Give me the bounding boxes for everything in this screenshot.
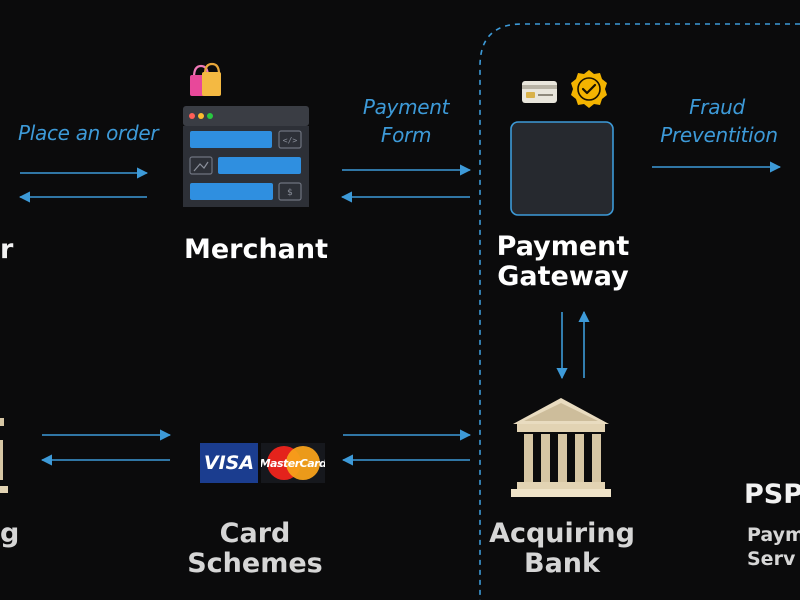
svg-text:$: $ [287,188,293,198]
psp-label-partial: PSP [744,480,800,510]
gateway-label-1: Payment [496,231,630,262]
psp-sublabel-1: Paym [747,524,800,546]
acquiring-bank-label-1: Acquiring [489,518,635,549]
edge-label-place-order: Place an order [18,121,159,145]
merchant-server-icon: </> $ [183,106,309,207]
edge-label-payment-form-1: Payment [362,95,450,119]
merchant-label: Merchant [183,234,329,265]
bank-building-icon [511,398,611,497]
customer-label-partial: r [0,234,14,265]
gateway-box [510,121,614,216]
card-schemes-label-2: Schemes [187,548,323,579]
card-schemes-label-1: Card [219,518,291,549]
issuing-bank-icon-partial [0,418,8,493]
visa-logo: VISA [200,443,258,483]
shopping-bag-icon [190,62,221,96]
edge-label-fraud-2: Preventition [660,123,778,147]
verified-badge-icon [571,70,607,108]
mastercard-logo: MasterCard [261,443,325,483]
svg-text:</>: </> [283,136,298,145]
visa-logo-text: VISA [203,452,255,474]
acquiring-bank-label-2: Bank [524,548,600,579]
psp-region-border [479,23,800,600]
issuing-bank-label-partial: g [0,518,20,549]
mastercard-logo-text: MasterCard [261,456,325,470]
gateway-label-2: Gateway [497,261,629,292]
mastercard-yellow-circle [286,446,320,480]
edge-label-fraud-1: Fraud [689,95,745,119]
credit-card-icon [522,81,557,103]
edge-label-payment-form-2: Form [380,123,432,147]
psp-sublabel-2: Serv [747,548,796,570]
